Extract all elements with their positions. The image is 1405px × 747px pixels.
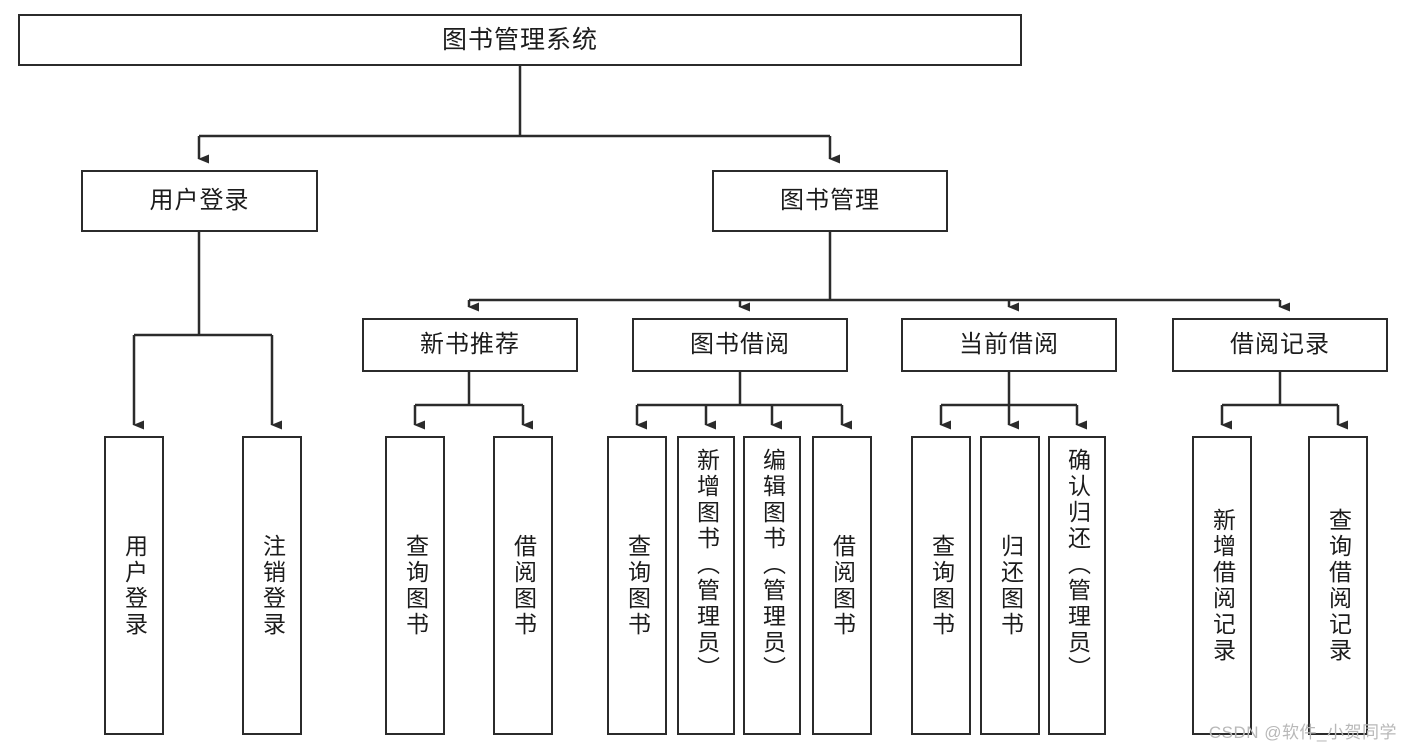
node-current-borrow[interactable]: 当前借阅 bbox=[901, 318, 1117, 372]
node-label: 用户登录 bbox=[121, 533, 148, 638]
node-label: 图书借阅 bbox=[690, 331, 790, 359]
leaf-query-borrow-record[interactable]: 查询借阅记录 bbox=[1308, 436, 1368, 735]
leaf-borrow-book[interactable]: 借阅图书 bbox=[812, 436, 872, 735]
leaf-add-borrow-record[interactable]: 新增借阅记录 bbox=[1192, 436, 1252, 735]
node-label: 查询借阅记录 bbox=[1325, 507, 1352, 664]
node-label: 新增借阅记录 bbox=[1209, 507, 1236, 664]
node-label: 查询图书 bbox=[928, 533, 955, 638]
leaf-query-book-recommend[interactable]: 查询图书 bbox=[385, 436, 445, 735]
node-label: 借阅图书 bbox=[829, 533, 856, 638]
node-borrow-records[interactable]: 借阅记录 bbox=[1172, 318, 1388, 372]
node-label: 当前借阅 bbox=[959, 331, 1059, 359]
leaf-edit-book-admin[interactable]: 编辑图书（管理员） bbox=[743, 436, 801, 735]
node-label: 图书管理系统 bbox=[441, 25, 598, 54]
node-label: 编辑图书（管理员） bbox=[759, 448, 786, 682]
node-label: 图书管理 bbox=[780, 187, 880, 215]
node-new-book-recommend[interactable]: 新书推荐 bbox=[362, 318, 578, 372]
node-book-management-system[interactable]: 图书管理系统 bbox=[18, 14, 1022, 66]
node-label: 查询图书 bbox=[624, 533, 651, 638]
node-label: 确认归还（管理员） bbox=[1064, 448, 1091, 682]
leaf-user-login[interactable]: 用户登录 bbox=[104, 436, 164, 735]
node-label: 归还图书 bbox=[997, 533, 1024, 638]
node-label: 注销登录 bbox=[259, 533, 286, 638]
node-label: 借阅记录 bbox=[1230, 331, 1330, 359]
node-label: 用户登录 bbox=[149, 187, 250, 215]
leaf-query-book-current[interactable]: 查询图书 bbox=[911, 436, 971, 735]
leaf-return-book[interactable]: 归还图书 bbox=[980, 436, 1040, 735]
node-label: 新增图书（管理员） bbox=[693, 448, 720, 682]
leaf-logout[interactable]: 注销登录 bbox=[242, 436, 302, 735]
leaf-query-book-borrow[interactable]: 查询图书 bbox=[607, 436, 667, 735]
node-label: 借阅图书 bbox=[510, 533, 537, 638]
watermark: CSDN @软件_小贺同学 bbox=[1208, 723, 1397, 742]
leaf-add-book-admin[interactable]: 新增图书（管理员） bbox=[677, 436, 735, 735]
node-book-borrow[interactable]: 图书借阅 bbox=[632, 318, 848, 372]
node-label: 新书推荐 bbox=[420, 331, 520, 359]
node-book-management[interactable]: 图书管理 bbox=[712, 170, 948, 232]
node-user-login[interactable]: 用户登录 bbox=[81, 170, 318, 232]
leaf-borrow-book-recommend[interactable]: 借阅图书 bbox=[493, 436, 553, 735]
node-label: 查询图书 bbox=[402, 533, 429, 638]
leaf-confirm-return-admin[interactable]: 确认归还（管理员） bbox=[1048, 436, 1106, 735]
